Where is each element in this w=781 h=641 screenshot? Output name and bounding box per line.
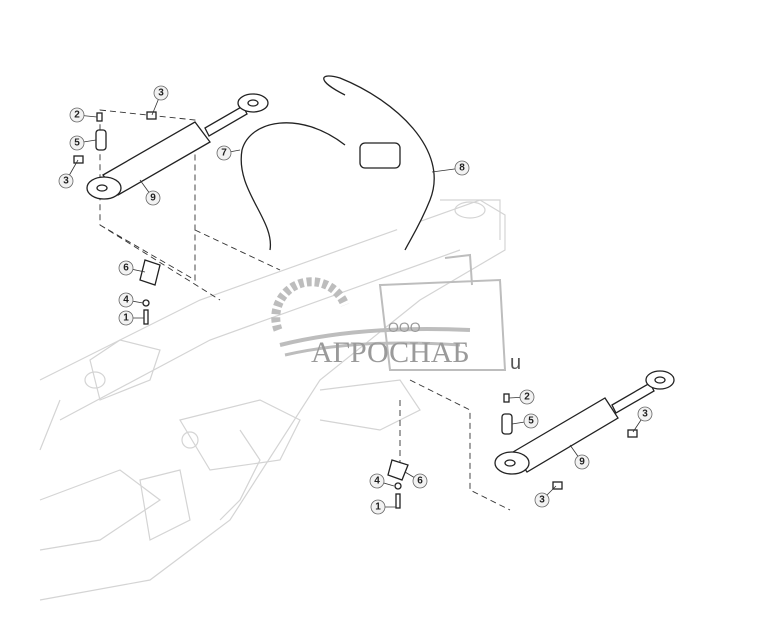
callout-number: 4 — [374, 476, 380, 487]
callout-4: 4 — [118, 292, 144, 308]
callout-number: 3 — [539, 495, 545, 506]
callout-number: 5 — [528, 416, 534, 427]
cables — [240, 75, 435, 251]
tractor-frame — [39, 199, 506, 601]
hydraulic-cylinder-right — [387, 370, 675, 509]
callout-number: 2 — [74, 110, 80, 121]
callout-number: 1 — [375, 502, 381, 513]
callout-5: 5 — [69, 135, 97, 151]
callout-number: 6 — [123, 263, 129, 274]
hydraulic-cylinder-left — [73, 93, 269, 325]
callout-number: 6 — [417, 476, 423, 487]
callout-5: 5 — [511, 413, 539, 429]
callout-circle — [534, 492, 550, 508]
callout-number: 3 — [642, 409, 648, 420]
callout-number: 4 — [123, 295, 129, 306]
callout-circle — [118, 310, 134, 326]
callout-1: 1 — [118, 310, 144, 326]
watermark-prefix: ООО — [388, 319, 421, 335]
callout-circle — [118, 260, 134, 276]
callout-3: 3 — [151, 85, 169, 116]
callout-circle — [153, 85, 169, 101]
callout-7: 7 — [216, 145, 241, 161]
callout-number: 5 — [74, 138, 80, 149]
callout-circle — [519, 389, 535, 405]
callout-circle — [216, 145, 232, 161]
callout-9: 9 — [569, 444, 590, 470]
callout-2: 2 — [69, 107, 98, 123]
watermark-logo — [271, 253, 507, 371]
callout-group: 2 3 5 3 9 7 8 6 4 1 2 5 3 9 3 4 6 1 — [58, 85, 653, 515]
callout-2: 2 — [508, 389, 535, 405]
callout-circle — [454, 160, 470, 176]
callout-circle — [370, 499, 386, 515]
callout-number: 2 — [524, 392, 530, 403]
callout-6: 6 — [118, 260, 146, 276]
callout-circle — [118, 292, 134, 308]
callout-circle — [69, 107, 85, 123]
callout-4: 4 — [369, 473, 395, 489]
callout-circle — [412, 473, 428, 489]
callout-8: 8 — [431, 160, 470, 176]
callout-number: 9 — [150, 193, 156, 204]
callout-circle — [523, 413, 539, 429]
callout-1: 1 — [370, 499, 396, 515]
watermark-company: АГРОСНАБ — [311, 336, 470, 369]
callout-number: 1 — [123, 313, 129, 324]
callout-circle — [69, 135, 85, 151]
callout-number: 9 — [579, 457, 585, 468]
callout-circle — [369, 473, 385, 489]
callout-6: 6 — [404, 471, 428, 489]
callout-circle — [574, 454, 590, 470]
callout-number: 3 — [158, 88, 164, 99]
callout-circle — [58, 173, 74, 189]
callout-circle — [637, 406, 653, 422]
callout-9: 9 — [139, 179, 161, 206]
callout-3: 3 — [58, 159, 79, 189]
callout-circle — [145, 190, 161, 206]
callout-number: 3 — [63, 176, 69, 187]
callout-number: 7 — [221, 148, 227, 159]
callout-3: 3 — [534, 485, 557, 508]
callout-3: 3 — [632, 406, 653, 433]
watermark-suffix: u — [510, 352, 522, 374]
callout-number: 8 — [459, 163, 465, 174]
